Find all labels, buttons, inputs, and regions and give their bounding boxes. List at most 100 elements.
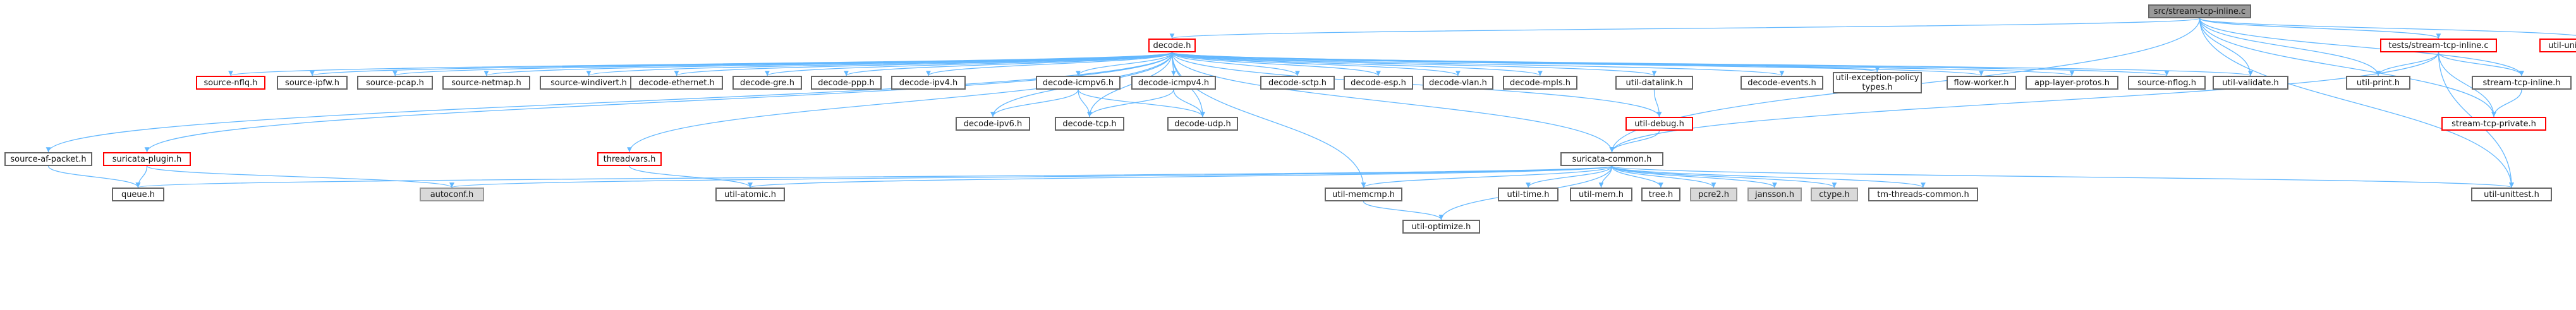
edge-decode_h-to-decode_ethernet_h — [674, 52, 1173, 76]
edge-decode_h-to-suricata_common_h — [1171, 52, 1615, 153]
node-util-time-h[interactable]: util-time.h — [1498, 188, 1558, 201]
node-decode-tcp-h[interactable]: decode-tcp.h — [1055, 117, 1124, 131]
edge-root-to-util_unittest_helper_h — [2199, 18, 2576, 36]
node-util-exception-policy-types-h[interactable]: util-exception-policy types.h — [1833, 72, 1922, 93]
node-util-validate-h[interactable]: util-validate.h — [2213, 76, 2288, 90]
edge-suricata_common_h-to-pcre2_h — [1611, 165, 1716, 188]
edge-root-to-util_unittest_h — [2199, 18, 2514, 188]
node-jansson-h[interactable]: jansson.h — [1747, 188, 1802, 201]
node-util-datalink-h[interactable]: util-datalink.h — [1615, 76, 1693, 90]
edge-decode_h-to-decode_vlan_h — [1171, 52, 1461, 76]
edge-tests_stream_tcp_inline_c-to-util_print_h — [2376, 52, 2439, 76]
edge-root-to-util_print_h — [2199, 18, 2381, 76]
node-decode-h[interactable]: decode.h — [1148, 39, 1196, 52]
edge-suricata_plugin_h-to-autoconf_h — [146, 165, 454, 188]
edge-decode_h-to-suricata_plugin_h — [144, 52, 1173, 153]
node-tm-threads-common-h[interactable]: tm-threads-common.h — [1868, 188, 1978, 201]
edge-decode_h-to-decode_events_h — [1171, 52, 1784, 76]
node-util-print-h[interactable]: util-print.h — [2346, 76, 2410, 90]
edge-decode_h-to-decode_esp_h — [1171, 52, 1381, 76]
node-app-layer-protos-h[interactable]: app-layer-protos.h — [2026, 76, 2118, 90]
edge-decode_h-to-threadvars_h — [627, 52, 1173, 153]
node-source-ipfw-h[interactable]: source-ipfw.h — [277, 76, 348, 90]
edge-suricata_common_h-to-jansson_h — [1611, 165, 1777, 188]
node-suricata-common-h[interactable]: suricata-common.h — [1560, 152, 1663, 166]
edge-suricata_common_h-to-ctype_h — [1611, 165, 1837, 188]
edge-decode_h-to-source_netmap_h — [484, 52, 1173, 76]
node-util-mem-h[interactable]: util-mem.h — [1570, 188, 1632, 201]
edge-util_datalink_h-to-util_debug_h — [1653, 89, 1662, 117]
node-util-atomic-h[interactable]: util-atomic.h — [715, 188, 785, 201]
node-pcre2-h[interactable]: pcre2.h — [1690, 188, 1737, 201]
node-source-pcap-h[interactable]: source-pcap.h — [357, 76, 433, 90]
node-tests-stream-tcp-inline-c[interactable]: tests/stream-tcp-inline.c — [2380, 39, 2497, 52]
edge-suricata_plugin_h-to-queue_h — [135, 165, 148, 188]
edge-decode_h-to-source_nflq_h — [228, 52, 1173, 76]
edge-tests_stream_tcp_inline_c-to-stream_tcp_private_h — [2438, 52, 2496, 117]
edge-decode_icmpv4_h-to-decode_tcp_h — [1087, 89, 1174, 117]
node-source-netmap-h[interactable]: source-netmap.h — [442, 76, 530, 90]
node-decode-udp-h[interactable]: decode-udp.h — [1167, 117, 1238, 131]
node-util-unittest-helper-h[interactable]: util-unittest-helper.h — [2539, 39, 2576, 52]
edge-decode_h-to-decode_tcp_h — [1087, 52, 1173, 117]
node-util-memcmp-h[interactable]: util-memcmp.h — [1325, 188, 1402, 201]
node-threadvars-h[interactable]: threadvars.h — [597, 152, 662, 166]
node-stream-tcp-inline-h[interactable]: stream-tcp-inline.h — [2472, 76, 2572, 90]
node-decode-ipv6-h[interactable]: decode-ipv6.h — [956, 117, 1030, 131]
node-decode-mpls-h[interactable]: decode-mpls.h — [1503, 76, 1577, 90]
edge-suricata_common_h-to-util_memcmp_h — [1361, 165, 1613, 188]
node-stream-tcp-private-h[interactable]: stream-tcp-private.h — [2441, 117, 2546, 131]
edge-root-to-decode_h — [1170, 18, 2201, 39]
node-util-debug-h[interactable]: util-debug.h — [1625, 117, 1693, 131]
edge-decode_h-to-source_af_packet_h — [46, 52, 1173, 153]
edge-root-to-stream_tcp_inline_h — [2199, 18, 2524, 76]
node-ctype-h[interactable]: ctype.h — [1811, 188, 1858, 201]
edge-decode_icmpv4_h-to-decode_udp_h — [1173, 89, 1205, 117]
node-src-stream-tcp-inline-c[interactable]: src/stream-tcp-inline.c — [2148, 4, 2251, 18]
edge-threadvars_h-to-util_atomic_h — [629, 165, 753, 188]
edge-source_af_packet_h-to-queue_h — [47, 165, 141, 188]
node-source-windivert-h[interactable]: source-windivert.h — [540, 76, 638, 90]
node-decode-vlan-h[interactable]: decode-vlan.h — [1423, 76, 1493, 90]
node-queue-h[interactable]: queue.h — [112, 188, 164, 201]
node-source-nflog-h[interactable]: source-nflog.h — [2128, 76, 2206, 90]
edge-decode_h-to-decode_gre_h — [765, 52, 1173, 76]
edge-root-to-util_validate_h — [2199, 18, 2253, 76]
edge-decode_h-to-decode_sctp_h — [1171, 52, 1300, 76]
node-source-nflq-h[interactable]: source-nflq.h — [196, 76, 265, 90]
node-tree-h[interactable]: tree.h — [1641, 188, 1680, 201]
edge-stream_tcp_inline_h-to-stream_tcp_private_h — [2491, 89, 2522, 117]
node-decode-icmpv4-h[interactable]: decode-icmpv4.h — [1131, 76, 1216, 90]
node-decode-ipv4-h[interactable]: decode-ipv4.h — [891, 76, 966, 90]
edge-root-to-stream_tcp_private_h — [2199, 18, 2496, 117]
node-util-unittest-h[interactable]: util-unittest.h — [2471, 188, 2552, 201]
edge-suricata_common_h-to-queue_h — [136, 165, 1613, 188]
edge-decode_h-to-util_validate_h — [1171, 52, 2253, 76]
edge-util_memcmp_h-to-util_optimize_h — [1363, 201, 1444, 220]
node-decode-esp-h[interactable]: decode-esp.h — [1344, 76, 1413, 90]
node-util-optimize-h[interactable]: util-optimize.h — [1402, 220, 1480, 234]
node-decode-ppp-h[interactable]: decode-ppp.h — [811, 76, 882, 90]
edge-suricata_common_h-to-autoconf_h — [449, 165, 1613, 188]
node-decode-icmpv6-h[interactable]: decode-icmpv6.h — [1036, 76, 1121, 90]
edge-suricata_common_h-to-tm_threads_common_h — [1611, 165, 1926, 188]
node-decode-sctp-h[interactable]: decode-sctp.h — [1260, 76, 1335, 90]
node-autoconf-h[interactable]: autoconf.h — [420, 188, 484, 201]
edge-root-to-tests_stream_tcp_inline_c — [2199, 18, 2441, 39]
edge-suricata_common_h-to-tree_h — [1611, 165, 1663, 188]
edge-decode_h-to-decode_ppp_h — [844, 52, 1173, 76]
node-source-af-packet-h[interactable]: source-af-packet.h — [4, 152, 92, 166]
edge-decode_icmpv6_h-to-decode_tcp_h — [1078, 89, 1092, 117]
edge-tests_stream_tcp_inline_c-to-stream_tcp_inline_h — [2438, 52, 2524, 76]
node-suricata-plugin-h[interactable]: suricata-plugin.h — [103, 152, 191, 166]
edge-util_debug_h-to-suricata_common_h — [1609, 130, 1660, 153]
node-flow-worker-h[interactable]: flow-worker.h — [1947, 76, 2016, 90]
node-decode-ethernet-h[interactable]: decode-ethernet.h — [630, 76, 723, 90]
edge-decode_icmpv6_h-to-decode_ipv6_h — [990, 89, 1079, 117]
node-decode-events-h[interactable]: decode-events.h — [1741, 76, 1823, 90]
edge-suricata_common_h-to-util_unittest_h — [1611, 165, 2514, 188]
edge-tests_stream_tcp_inline_c-to-suricata_common_h — [1609, 52, 2439, 153]
node-decode-gre-h[interactable]: decode-gre.h — [732, 76, 802, 90]
